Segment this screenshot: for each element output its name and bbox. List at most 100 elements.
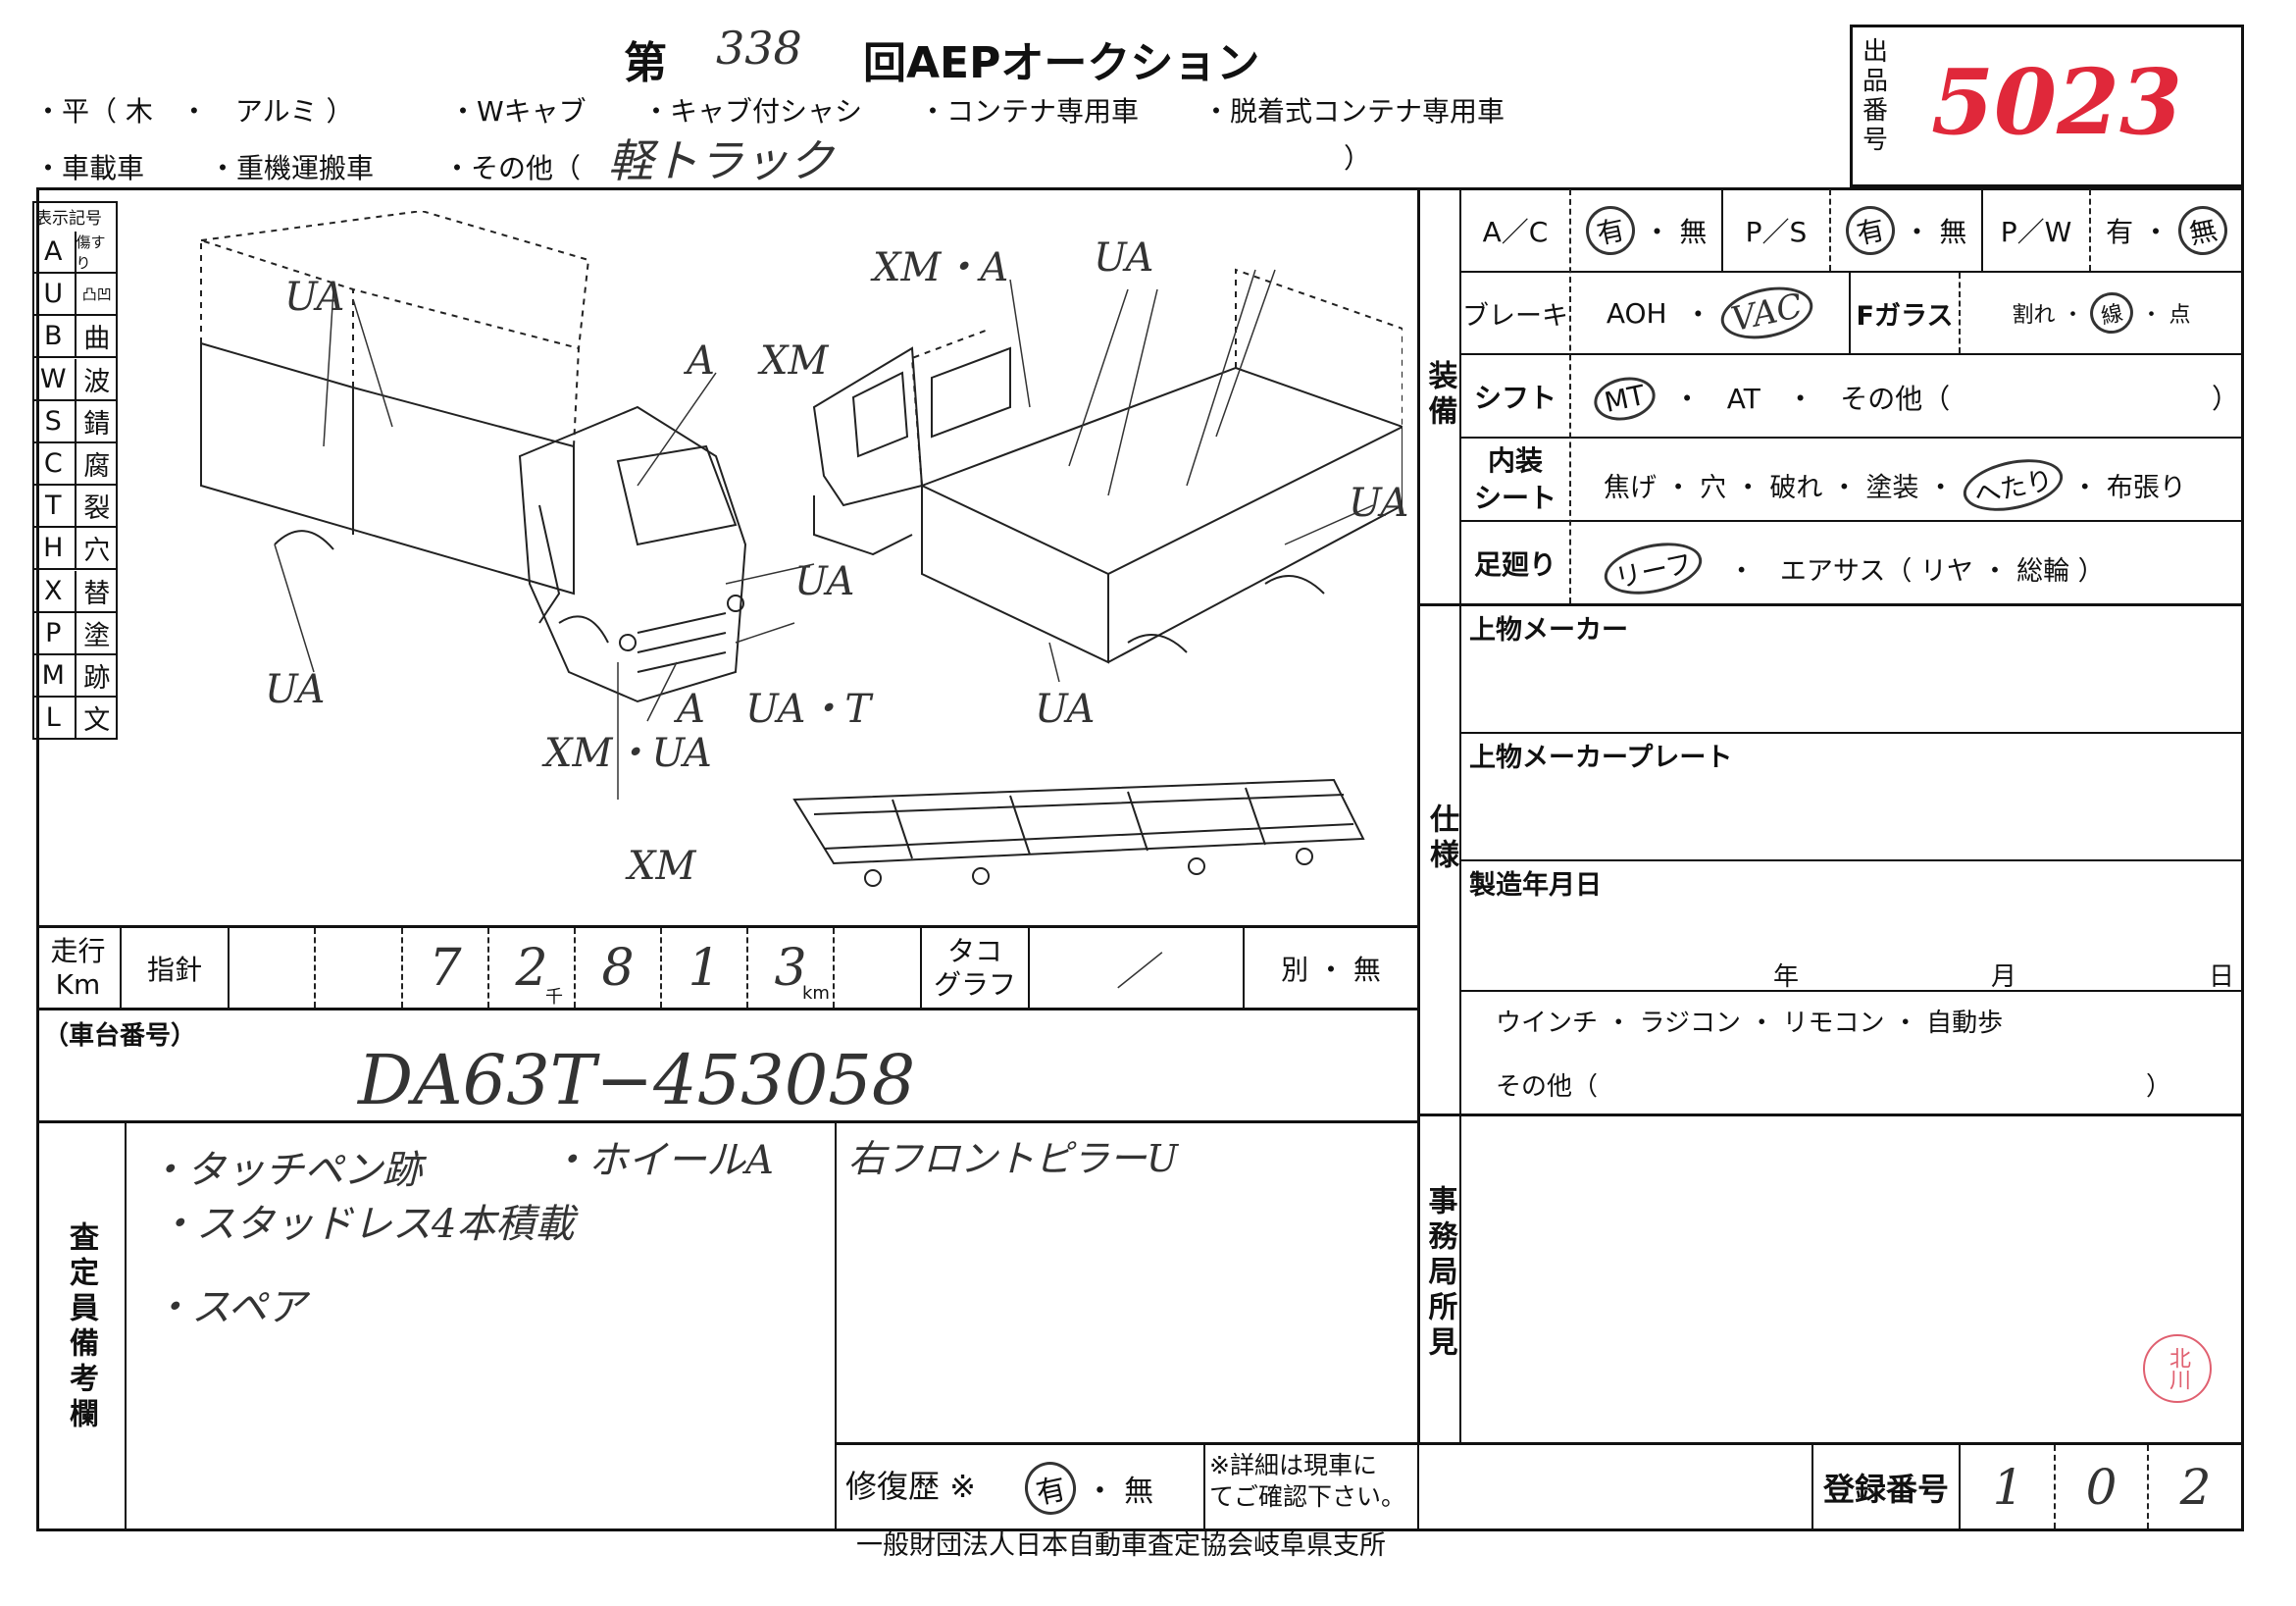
- pw-options: 有 ・ 無: [2091, 189, 2242, 271]
- divider: [1459, 271, 2244, 273]
- remark-note: ・スタッドレス4本積載: [157, 1202, 575, 1247]
- title-prefix: 第: [624, 38, 667, 88]
- legend-meaning: 裂: [83, 493, 111, 525]
- registration-digit: 1: [1963, 1445, 2056, 1528]
- damage-mark: UA: [1035, 687, 1096, 732]
- spec-other-label: その他（: [1496, 1072, 1599, 1102]
- odometer-digit: 8: [576, 928, 662, 1008]
- office-section-label: 事務局所見: [1422, 1185, 1457, 1362]
- remark-note-right: 右フロントピラーU: [848, 1137, 1179, 1180]
- tachograph-value: ／: [1030, 928, 1245, 1008]
- type-detachable-container: ・脱着式コンテナ専用車: [1202, 95, 1505, 128]
- footer-organization: 一般財団法人日本自動車査定協会岐阜県支所: [856, 1530, 1386, 1561]
- body-maker-label: 上物メーカー: [1469, 615, 1628, 646]
- damage-mark: UA: [794, 559, 855, 604]
- shift-label: シフト: [1473, 381, 1556, 414]
- glass-label: Fガラス: [1851, 273, 1961, 353]
- spec-options: ウインチ ・ ラジコン ・ リモコン ・ 自動歩: [1496, 1009, 2004, 1038]
- lot-number-box: 出品番号 5023: [1850, 25, 2244, 187]
- pw-label: P／W: [1983, 189, 2091, 271]
- shift-options: MT ・ AT ・ その他（: [1590, 371, 1950, 427]
- legend-code: C: [32, 443, 77, 484]
- legend-meaning: 凸凹: [81, 285, 112, 304]
- suspension-label: 足廻り: [1473, 547, 1556, 581]
- seat-opt-sagging-circled: へたり: [1958, 450, 2067, 520]
- remarks-label: 査定員備考欄: [64, 1220, 98, 1433]
- pw-no-circled: 無: [2173, 200, 2232, 260]
- legend-code: W: [32, 358, 77, 399]
- glass-line-circled: 線: [2086, 287, 2138, 338]
- legend-code: A: [32, 232, 77, 272]
- suspension-air: エアサス（ リヤ ・ 総輪 ）: [1779, 556, 2105, 587]
- odometer-digit: [230, 928, 316, 1008]
- divider: [1203, 1442, 1205, 1530]
- manufacture-date-label: 製造年月日: [1469, 870, 1602, 901]
- type-heavy-machine: ・重機運搬車: [209, 152, 375, 184]
- odometer-digit: [316, 928, 403, 1008]
- legend-code: H: [32, 528, 77, 569]
- damage-mark: A: [687, 338, 715, 384]
- annotation-leader-lines: [274, 269, 1374, 800]
- repair-history-label: 修復歴 ※: [845, 1468, 976, 1505]
- damage-mark: XM・UA: [544, 731, 712, 776]
- month-label: 月: [1991, 962, 2017, 992]
- seat-options: 焦げ ・ 穴 ・ 破れ ・ 塗装 ・ へたり ・ 布張り: [1604, 450, 2186, 520]
- type-other-close: ）: [1344, 142, 1372, 175]
- divider: [1569, 189, 1571, 603]
- damage-mark: UA: [265, 667, 326, 712]
- divider: [1417, 1442, 1419, 1530]
- damage-mark: A: [677, 687, 705, 732]
- chassis-frame-drawing: [792, 778, 1365, 887]
- mileage-label-2: Km: [55, 967, 101, 1001]
- type-other: ・その他（: [443, 152, 582, 184]
- ps-label: P／S: [1723, 189, 1831, 271]
- divider: [1459, 437, 2244, 439]
- divider: [125, 1120, 127, 1530]
- legend-meaning: 穴: [83, 536, 111, 567]
- repair-no: 無: [1124, 1475, 1154, 1509]
- divider: [835, 1120, 837, 1530]
- divider: [36, 925, 1419, 928]
- inspector-stamp: 北川: [2143, 1334, 2212, 1403]
- divider: [1459, 990, 2244, 992]
- divider: [1811, 1442, 1813, 1530]
- divider: [1459, 520, 2244, 522]
- glass-point: 点: [2168, 303, 2191, 328]
- brake-label: ブレーキ: [1462, 300, 1568, 332]
- spec-other-close: ）: [2146, 1072, 2172, 1102]
- mileage-label-1: 走行: [50, 934, 106, 967]
- suspension-options: リーフ ・ エアサス（ リヤ ・ 総輪 ）: [1600, 534, 2105, 603]
- legend-code: B: [32, 316, 77, 357]
- seat-label-1: 内装: [1487, 443, 1543, 477]
- seat-label-2: シート: [1473, 481, 1556, 514]
- day-label: 日: [2209, 962, 2235, 992]
- repair-yes-circled: 有: [1019, 1457, 1082, 1520]
- seat-opt: 破れ: [1769, 473, 1823, 503]
- glass-options: 割れ ・ 線 ・ 点: [1961, 273, 2242, 353]
- odometer-digit: 1: [662, 928, 748, 1008]
- ac-yes-circled: 有: [1580, 200, 1640, 260]
- brake-aoh: AOH: [1606, 296, 1667, 330]
- odometer-digit: 7: [403, 928, 489, 1008]
- registration-digit: 0: [2056, 1445, 2149, 1528]
- legend-code: U: [32, 274, 77, 315]
- shift-other-close: ）: [2212, 383, 2240, 415]
- truck-diagram: [200, 211, 1403, 887]
- type-container: ・コンテナ専用車: [919, 95, 1140, 128]
- tachograph-label: タコグラフ: [920, 928, 1030, 1008]
- auction-number: 338: [716, 22, 802, 75]
- legend-code: P: [32, 612, 77, 653]
- ac-options: 有 ・ 無: [1571, 189, 1723, 271]
- thousand-unit: 千: [545, 987, 563, 1008]
- divider: [1459, 732, 2244, 734]
- legend-meaning: 錆: [83, 408, 111, 440]
- divider: [835, 1442, 2244, 1445]
- chassis-number-label: （車台番号）: [43, 1021, 197, 1051]
- type-flat: ・平（ 木 ・ アルミ ）: [34, 95, 354, 128]
